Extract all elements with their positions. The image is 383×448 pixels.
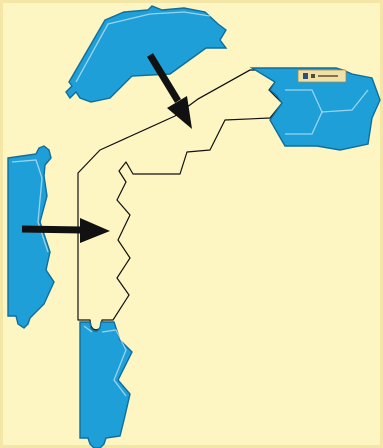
plate-emblem-icon — [303, 73, 308, 79]
plate-mark-icon — [311, 74, 315, 78]
right-arrow-shaft — [22, 229, 82, 230]
plate-text-bar — [318, 75, 338, 77]
